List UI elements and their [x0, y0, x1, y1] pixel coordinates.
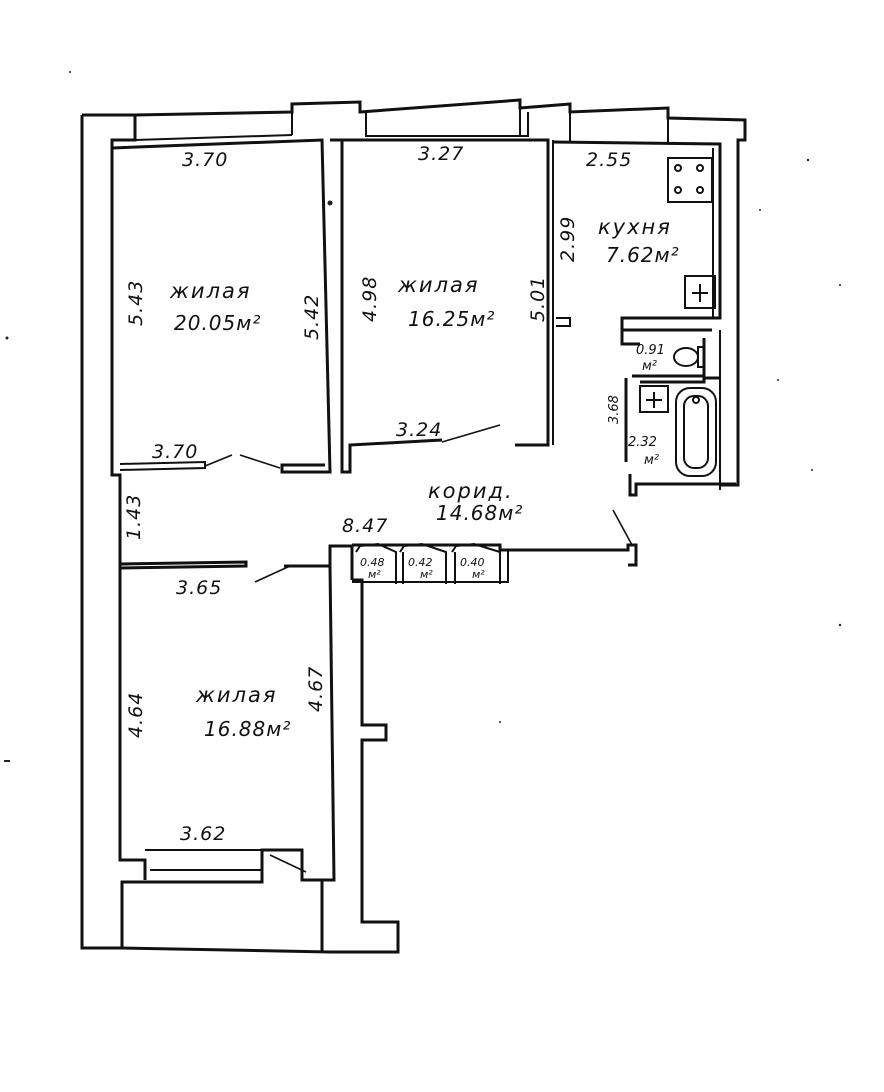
room3-width-top: 3.65 [176, 577, 222, 599]
corridor-area: 14.68м² [436, 501, 523, 525]
kitchen-name: кухня [598, 215, 672, 239]
closet2-area: 0.42 [408, 556, 433, 569]
room2-height-right: 5.01 [527, 276, 549, 322]
kitchen-height: 2.99 [557, 216, 579, 262]
wc-unit: м² [642, 359, 657, 374]
bathtub-icon [675, 387, 717, 477]
outer-walls [80, 98, 747, 954]
room3-height-left: 4.64 [125, 692, 147, 738]
closet3-unit: м² [472, 568, 485, 581]
room1-height-right: 5.42 [301, 294, 323, 340]
room-kitchen [552, 140, 722, 332]
closets [355, 542, 501, 584]
room1-width-bottom: 3.70 [152, 441, 198, 463]
room-wc-bath [620, 330, 736, 497]
closet3-area: 0.40 [460, 556, 485, 569]
room2-name: жилая [397, 273, 480, 297]
bath-height: 3.68 [607, 395, 622, 424]
bath-unit: м² [644, 453, 659, 468]
closet1-unit: м² [368, 568, 381, 581]
room-corridor [119, 509, 638, 584]
room2-width-top: 3.27 [418, 143, 464, 165]
room-living-2 [330, 138, 571, 474]
room3-height-right: 4.67 [305, 666, 327, 712]
kitchen-area: 7.62м² [606, 243, 680, 267]
corridor-name: корид. [428, 479, 514, 503]
room-living-3 [145, 565, 336, 882]
room3-area: 16.88м² [204, 717, 291, 741]
room2-height-left: 4.98 [359, 276, 381, 322]
room-living-1 [111, 138, 332, 474]
room1-height-left: 5.43 [125, 280, 147, 326]
room1-area: 20.05м² [174, 311, 261, 335]
wc-area: 0.91 [636, 343, 665, 358]
closet1-area: 0.48 [360, 556, 385, 569]
room3-width-bottom: 3.62 [180, 823, 226, 845]
sink-icon [684, 275, 716, 309]
toilet-icon [673, 347, 699, 367]
corridor-length: 8.47 [342, 515, 388, 537]
room3-name: жилая [195, 683, 278, 707]
closet2-unit: м² [420, 568, 433, 581]
bath-area: 2.32 [628, 435, 657, 450]
corridor-depth: 1.43 [123, 494, 145, 540]
room1-width-top: 3.70 [182, 149, 228, 171]
stove-icon [667, 157, 713, 203]
kitchen-width-top: 2.55 [586, 149, 632, 171]
room2-width-bottom: 3.24 [396, 419, 442, 441]
room2-area: 16.25м² [408, 307, 495, 331]
room1-name: жилая [169, 279, 252, 303]
scan-specks [4, 71, 842, 762]
washbasin-icon [639, 385, 669, 413]
